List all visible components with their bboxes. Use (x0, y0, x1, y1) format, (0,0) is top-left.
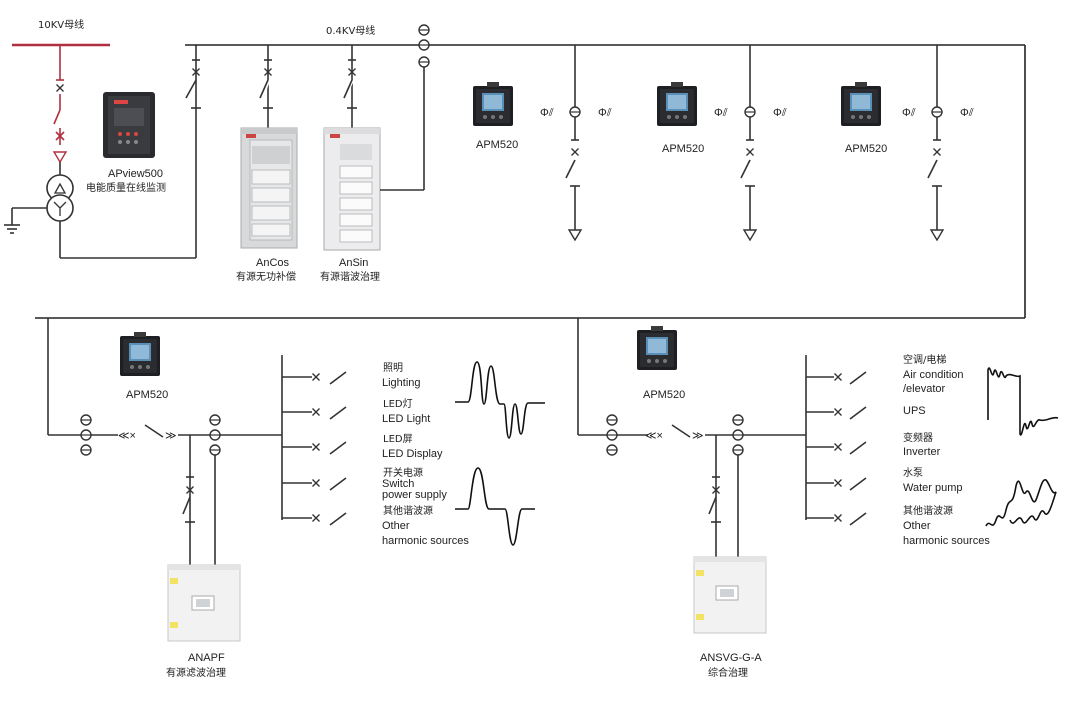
right-load-3-en: Inverter (903, 446, 941, 458)
right-load-5-en2: harmonic sources (903, 535, 990, 547)
ansvg-model: ANSVG-G-A (700, 652, 762, 664)
ansvg-device: ANSVG-G-A 综合治理 (693, 556, 767, 679)
withdrawable-contact-icon: ≫ (692, 430, 704, 442)
left-load-5-en: Other (382, 520, 410, 532)
lighting-led-waveform (455, 361, 545, 439)
left-load-5: 其他谐波源 Other harmonic sources (282, 504, 469, 547)
lv-bus-label: 0.4KV母线 (326, 24, 375, 37)
right-load-3: 变频器 Inverter (806, 431, 941, 458)
upper-branch-2: APM520 Φ⫽ Φ⫽ (657, 45, 787, 241)
left-meter-label: APM520 (126, 389, 168, 401)
lower-right-panel: ≪× ≫ APM520 空调/电梯 Air condition /elevato… (577, 318, 1059, 679)
left-load-1-en: Lighting (382, 377, 421, 389)
left-load-5-cn: 其他谐波源 (383, 504, 433, 517)
ancos-model: AnCos (256, 257, 290, 269)
right-load-2: UPS (806, 405, 926, 420)
ansin-feeder (342, 45, 357, 128)
ansin-cabinet: AnSin 有源谐波治理 (320, 127, 381, 283)
left-load-5-en2: harmonic sources (382, 535, 469, 547)
lower-left-panel: ≪× ≫ APM520 照明 Lighting LED灯 LED Light (47, 318, 545, 679)
upper-meter-3-label: APM520 (845, 143, 887, 155)
apview500-device: APview500 电能质量在线监测 (86, 92, 166, 194)
right-load-3-cn: 变频器 (903, 431, 933, 444)
ancos-cabinet: AnCos 有源无功补偿 (236, 127, 298, 283)
right-load-1-en2: /elevator (903, 383, 946, 395)
withdrawable-contact-icon: ≪× (118, 430, 136, 442)
right-load-5: 其他谐波源 Other harmonic sources (806, 504, 990, 547)
right-load-4: 水泵 Water pump (806, 467, 963, 494)
ansin-ct-link (380, 24, 430, 191)
phase-symbol-icon: Φ⫽ (960, 107, 974, 119)
water-pump-waveform (985, 479, 1057, 527)
phase-symbol-icon: Φ⫽ (598, 107, 612, 119)
right-load-4-en: Water pump (903, 482, 963, 494)
hv-bus-label: 10KV母线 (38, 18, 84, 31)
left-load-3-cn: LED屏 (383, 433, 413, 445)
air-condition-waveform (987, 367, 1059, 436)
withdrawable-contact-icon: ≪× (645, 430, 663, 442)
left-load-1-cn: 照明 (383, 362, 403, 374)
left-load-4-en2: power supply (382, 489, 447, 501)
upper-meter-2-label: APM520 (662, 143, 704, 155)
ancos-feeder (259, 45, 273, 128)
ansin-model: AnSin (339, 257, 368, 269)
left-load-3-en: LED Display (382, 448, 443, 460)
transformer-symbol (46, 174, 74, 222)
anapf-desc: 有源滤波治理 (166, 666, 226, 679)
right-load-1: 空调/电梯 Air condition /elevator (806, 353, 964, 395)
hv-section: 10KV母线 (4, 18, 197, 259)
ansvg-desc: 综合治理 (708, 666, 748, 679)
left-load-4-en: Switch (382, 478, 414, 490)
ansin-desc: 有源谐波治理 (320, 270, 380, 283)
left-load-4-cn: 开关电源 (383, 466, 423, 479)
right-load-5-cn: 其他谐波源 (903, 504, 953, 517)
right-meter-label: APM520 (643, 389, 685, 401)
phase-symbol-icon: Φ⫽ (773, 107, 787, 119)
anapf-device: ANAPF 有源滤波治理 (166, 564, 241, 679)
right-load-2-en: UPS (903, 405, 926, 417)
left-load-1: 照明 Lighting (282, 362, 421, 389)
left-load-4: 开关电源 Switch power supply (282, 466, 447, 501)
left-load-3: LED屏 LED Display (282, 433, 443, 460)
right-load-5-en: Other (903, 520, 931, 532)
ancos-desc: 有源无功补偿 (236, 270, 296, 283)
phase-symbol-icon: Φ⫽ (902, 107, 916, 119)
apview500-desc: 电能质量在线监测 (86, 181, 166, 194)
right-load-1-cn: 空调/电梯 (903, 353, 946, 366)
right-load-1-en: Air condition (903, 369, 964, 381)
left-load-2-en: LED Light (382, 413, 430, 425)
phase-symbol-icon: Φ⫽ (540, 107, 554, 119)
left-load-2: LED灯 LED Light (282, 398, 430, 425)
withdrawable-contact-icon: ≫ (165, 430, 177, 442)
apview500-model: APview500 (108, 168, 163, 180)
anapf-model: ANAPF (188, 652, 225, 664)
transformer-breaker (185, 59, 201, 109)
phase-symbol-icon: Φ⫽ (714, 107, 728, 119)
upper-branch-1: APM520 Φ⫽ Φ⫽ (473, 45, 612, 241)
left-load-2-cn: LED灯 (383, 398, 413, 410)
right-load-4-cn: 水泵 (903, 467, 923, 479)
switch-power-waveform (455, 467, 535, 546)
upper-branch-3: APM520 Φ⫽ Φ⫽ (841, 45, 974, 241)
upper-meter-1-label: APM520 (476, 139, 518, 151)
